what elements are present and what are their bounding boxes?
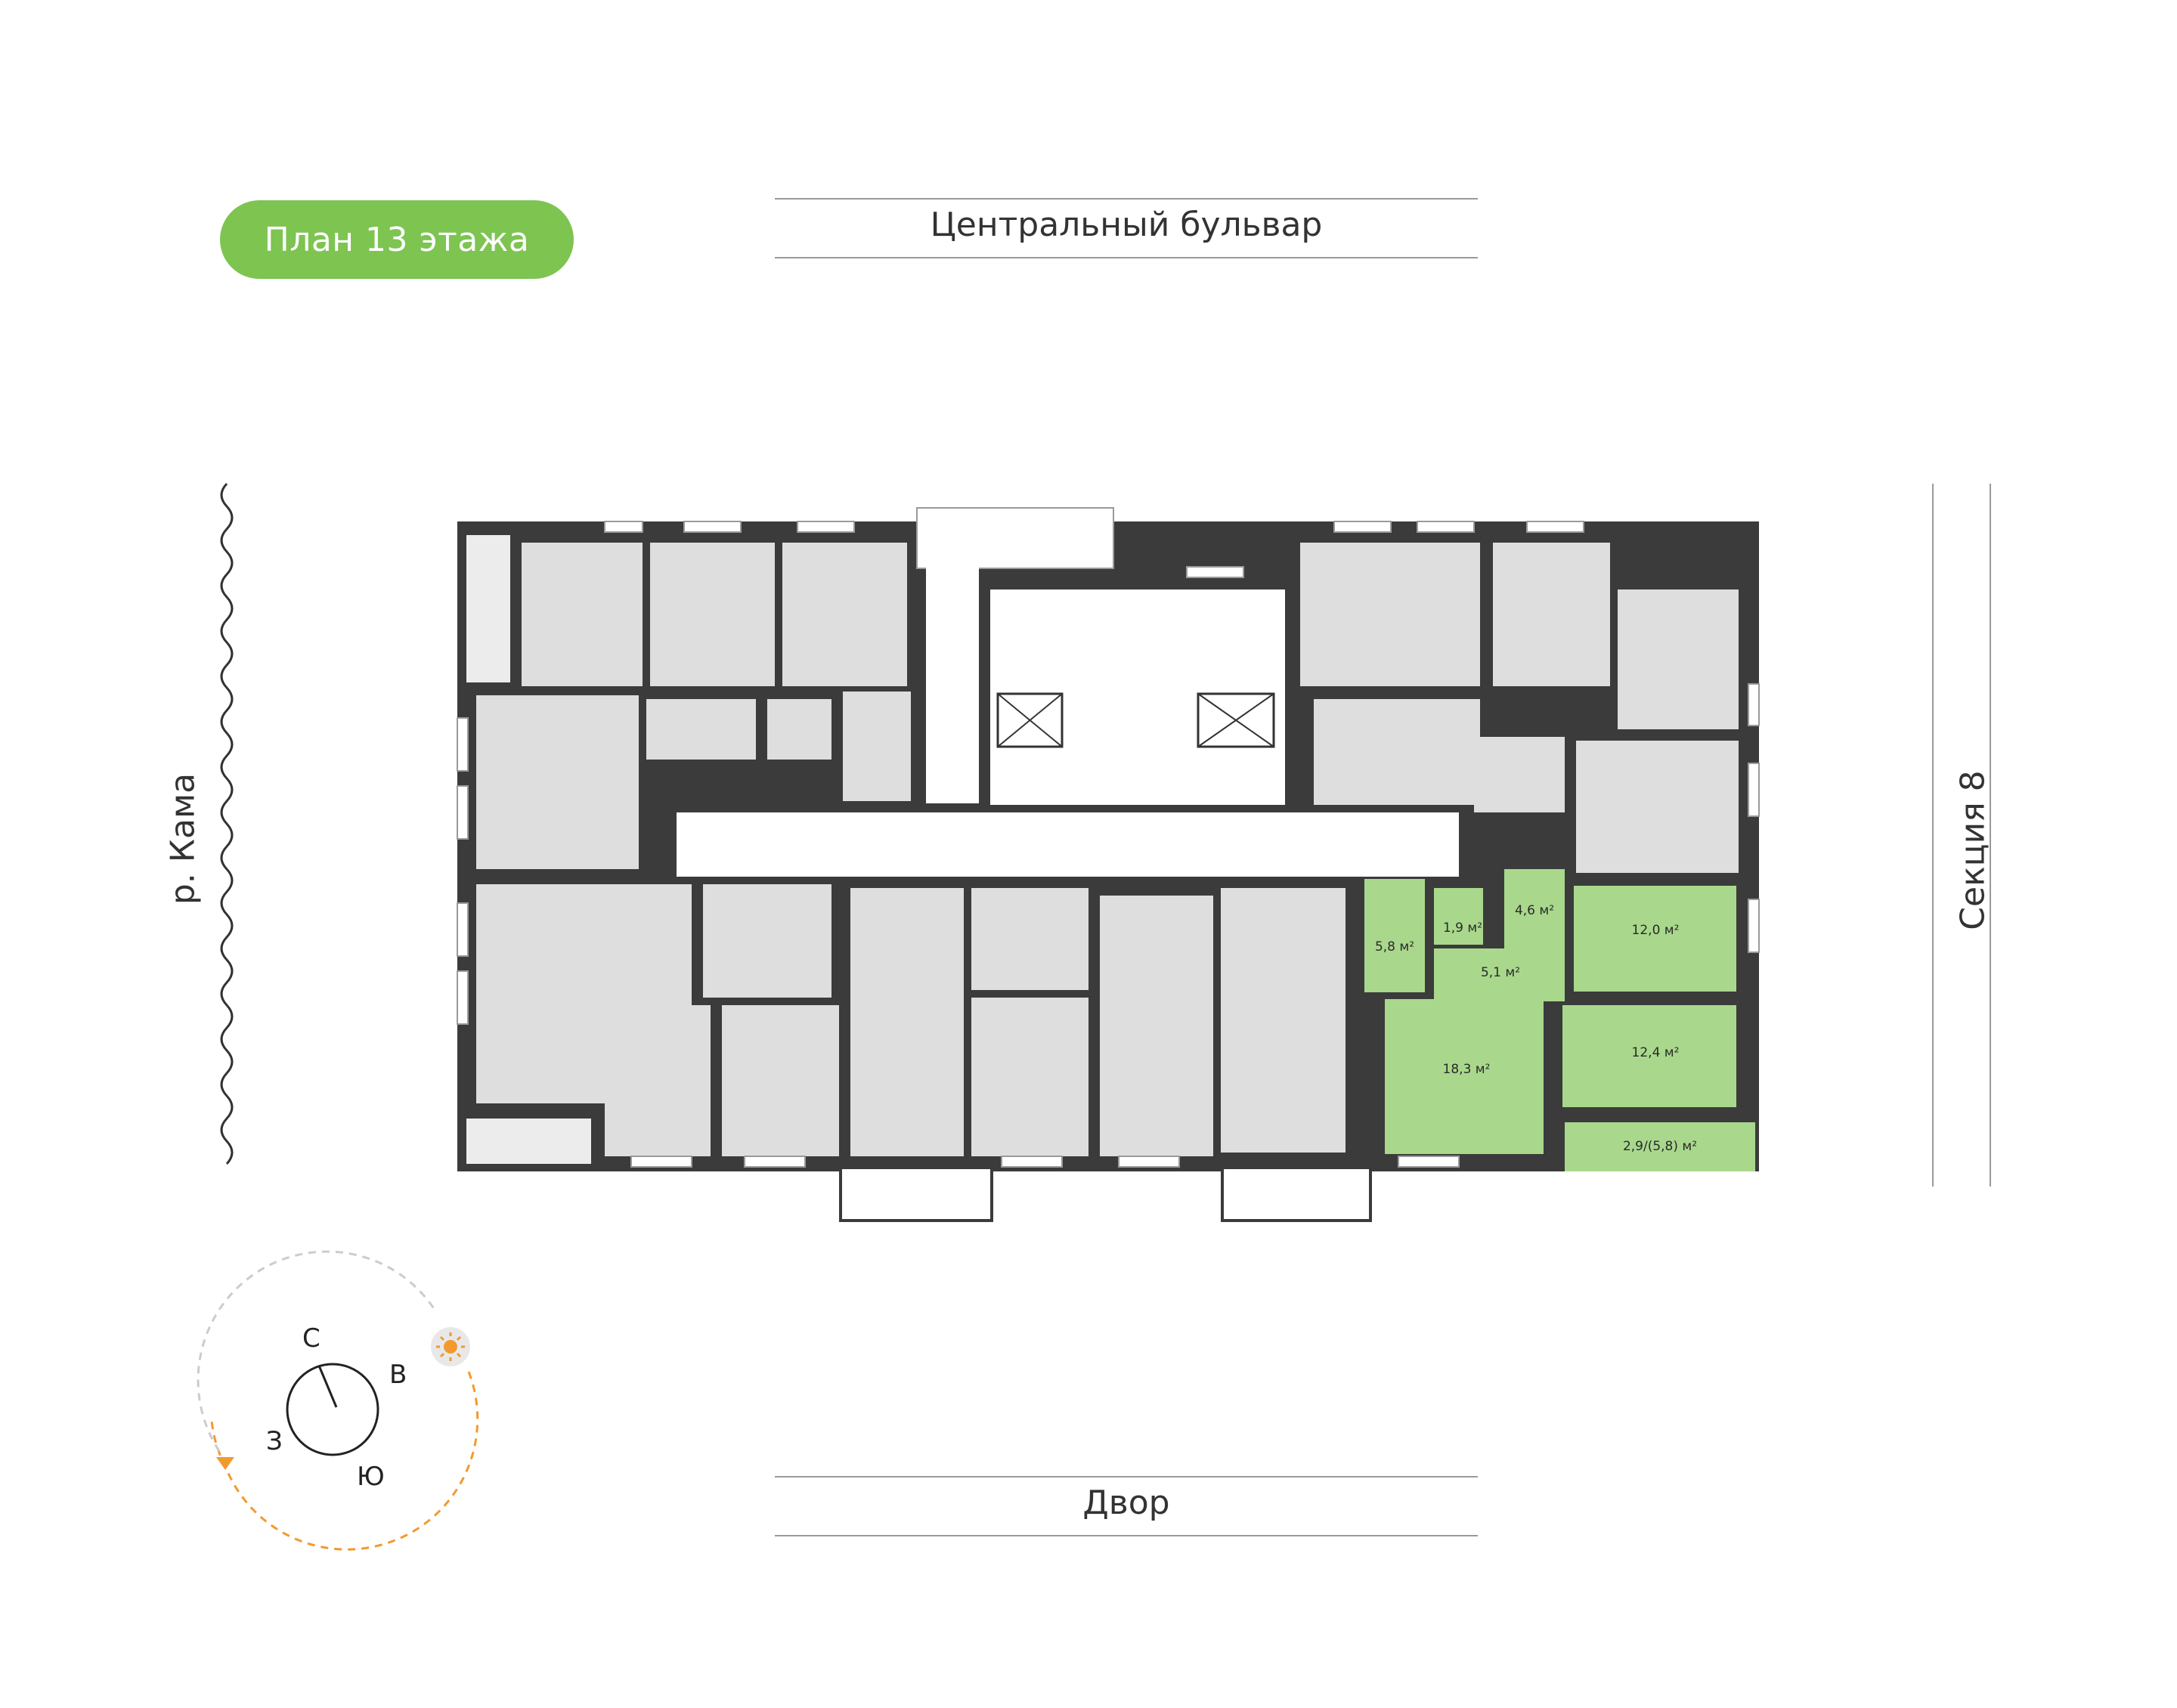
floor-badge: План 13 этажа xyxy=(220,200,574,279)
room xyxy=(1314,699,1480,805)
room xyxy=(1100,896,1213,1156)
room xyxy=(1474,737,1565,812)
room xyxy=(476,695,639,869)
apt-living xyxy=(1385,999,1544,1154)
area-living: 18,3 м² xyxy=(1443,1062,1491,1077)
lift-cross xyxy=(997,693,1063,747)
room xyxy=(722,1005,839,1156)
area-wc: 1,9 м² xyxy=(1443,921,1482,936)
windows-top xyxy=(604,521,1584,578)
room xyxy=(703,884,831,998)
selected-apartment[interactable] xyxy=(1364,869,1755,1171)
room xyxy=(522,543,643,686)
room xyxy=(605,1005,711,1156)
room xyxy=(971,888,1088,990)
apt-balcony xyxy=(1565,1122,1755,1171)
windows-bottom xyxy=(630,1156,1460,1168)
compass-north: С xyxy=(302,1323,321,1354)
river-line xyxy=(220,482,234,1165)
room xyxy=(850,888,964,1156)
sun-path-arrow xyxy=(216,1457,234,1470)
compass-west: З xyxy=(266,1426,283,1456)
apt-bedroom-top xyxy=(1574,886,1736,992)
street-top-rule-bottom xyxy=(775,257,1478,258)
balcony-b xyxy=(1221,1166,1372,1222)
balcony-a xyxy=(839,1166,993,1222)
compass: С В Ю З xyxy=(197,1250,479,1551)
area-hall: 5,8 м² xyxy=(1375,939,1414,955)
street-bottom-rule-bottom xyxy=(775,1535,1478,1536)
sun-path-arc xyxy=(210,1371,479,1551)
street-bottom-rule xyxy=(775,1476,1478,1477)
apt-bath xyxy=(1504,869,1565,952)
lift-cross xyxy=(1197,693,1274,747)
room xyxy=(1576,741,1739,873)
corridor xyxy=(677,812,1459,877)
room xyxy=(782,543,907,686)
room xyxy=(971,998,1088,1156)
area-balcony: 2,9/(5,8) м² xyxy=(1623,1139,1697,1154)
apt-hall xyxy=(1364,879,1425,992)
room xyxy=(650,543,775,686)
apt-wc xyxy=(1434,888,1483,945)
room xyxy=(1300,543,1480,686)
compass-south: Ю xyxy=(357,1462,385,1492)
windows-side xyxy=(457,683,1760,1025)
sun-icon xyxy=(431,1327,470,1366)
room xyxy=(646,699,756,760)
compass-ring xyxy=(286,1363,379,1456)
street-top-rule xyxy=(775,198,1478,200)
street-bottom-label: Двор xyxy=(1082,1484,1170,1522)
area-bedroom-bottom: 12,4 м² xyxy=(1632,1045,1680,1060)
apt-bedroom-bottom xyxy=(1562,1005,1736,1107)
room xyxy=(1493,543,1610,686)
apt-corridor xyxy=(1434,948,1565,1001)
sun-path-dashed-top xyxy=(197,1250,436,1452)
street-top-label: Центральный бульвар xyxy=(930,206,1323,244)
area-bedroom-top: 12,0 м² xyxy=(1632,923,1680,938)
building xyxy=(457,507,1760,1222)
compass-needle xyxy=(317,1365,338,1408)
room xyxy=(1618,589,1739,729)
room xyxy=(1221,888,1346,1153)
room xyxy=(926,543,979,803)
room xyxy=(466,535,510,682)
room xyxy=(466,1119,591,1164)
room xyxy=(767,699,831,760)
room xyxy=(843,692,911,801)
area-corridor: 5,1 м² xyxy=(1481,965,1520,980)
area-bath: 4,6 м² xyxy=(1515,903,1554,918)
compass-east: В xyxy=(389,1360,407,1390)
